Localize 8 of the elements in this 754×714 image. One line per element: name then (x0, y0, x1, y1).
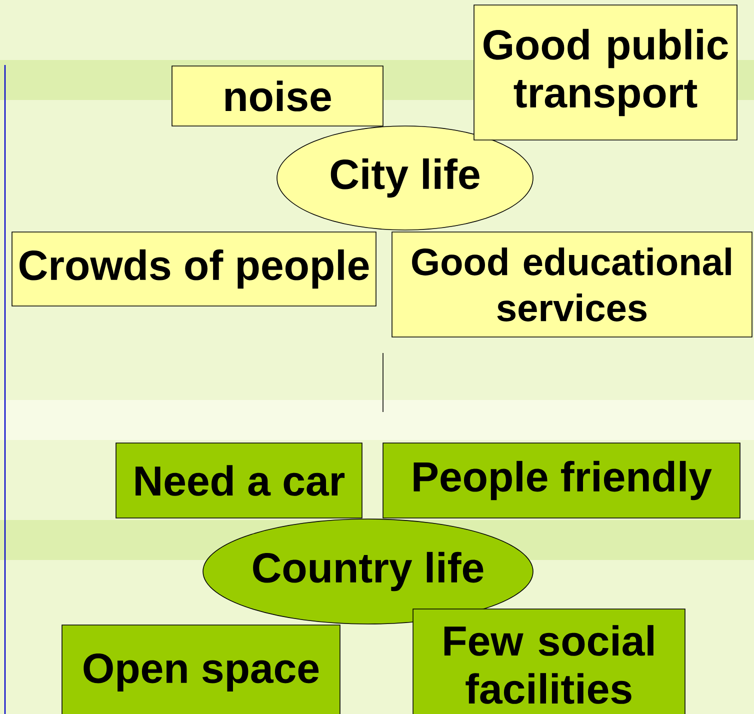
idea-box: Need a car (116, 442, 362, 518)
idea-box: People friendly (382, 442, 740, 518)
idea-box: Good educational services (392, 232, 752, 338)
idea-box: noise (172, 66, 384, 126)
idea-box: Good public transport (474, 4, 738, 140)
idea-box: Open space (62, 624, 340, 714)
idea-box: Crowds of people (12, 232, 376, 306)
idea-box: Few social facilities (412, 608, 686, 714)
